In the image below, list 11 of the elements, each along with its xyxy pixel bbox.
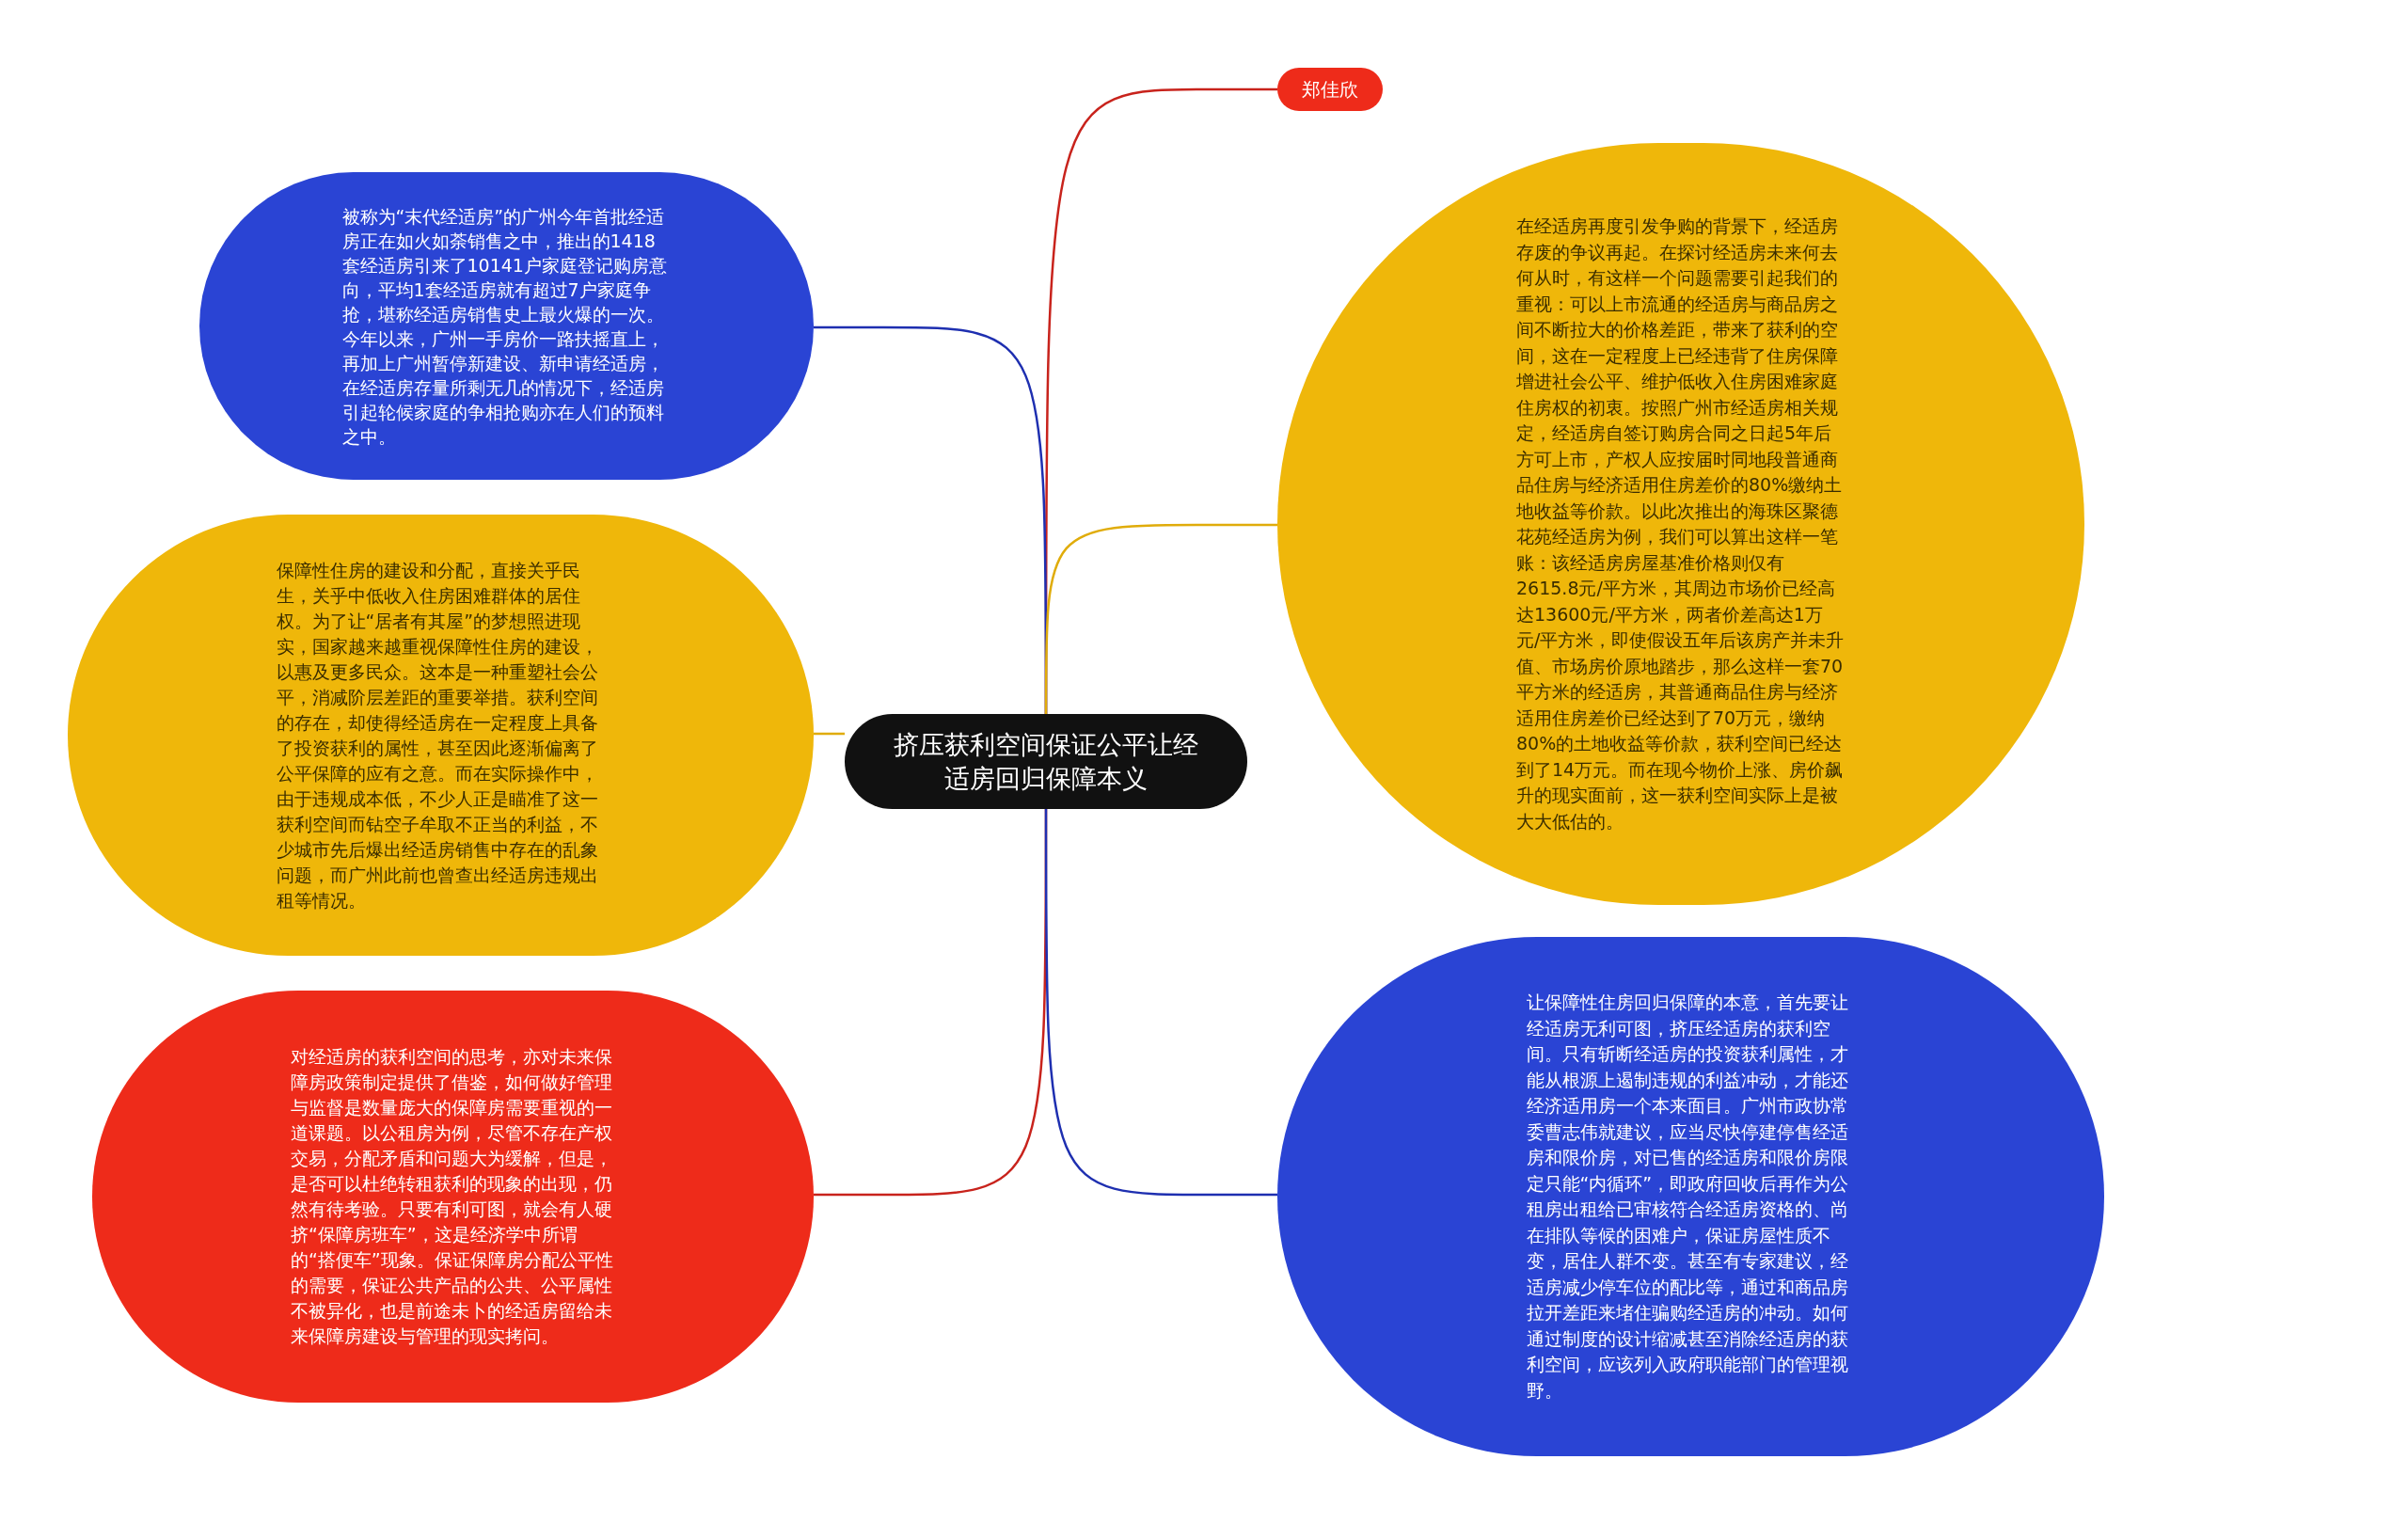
topic-text: 被称为“末代经适房”的广州今年首批经适房正在如火如荼销售之中，推出的1418套经适房引来了10141户家庭登记购房意向，平均1套经适房就有超过7户家庭争抢，堪称经适房销售史上最火爆的一次。今年以来，广州一手房价一路扶摇直上，再加上广州暂停新建设、新申请经适房，在经适房存量所剩无几的情况下，经适房引起轮候家庭的争相抢购亦在人们的预料之中。: [341, 204, 668, 449]
topic-text: 让保障性住房回归保障的本意，首先要让经适房无利可图，挤压经适房的获利空间。只有斩断经适房的投资获利属性，才能从根源上遏制违规的利益冲动，才能还经济适用房一个本来面目。广州市政协常委曹志伟就建议，应当尽快停建停售经适房和限价房，对已售的经适房和限价房限定只能“内循环”，即政府回收后再作为公租房出租给已审核符合经适房资格的、尚在排队等候的困难户，保证房屋性质不变，居住人群不变。甚至有专家建议，经适房减少停车位的配比等，通过和商品房拉开差距来堵住骗购经适房的冲动。如何通过制度的设计缩减甚至消除经适房的获利空间，应该列入政府职能部门的管理视野。: [1526, 991, 1850, 1403]
topic-text: 对经适房的获利空间的思考，亦对未来保障房政策制定提供了借鉴，如何做好管理与监督是数量庞大的保障房需要重视的一道课题。以公租房为例，尽管不存在产权交易，分配矛盾和问题大为缓解，但是，是否可以杜绝转租获利的现象的出现，仍然有待考验。只要有利可图，就会有人硬挤“保障房班车”，这是经济学中所谓的“搭便车”现象。保证保障房分配公平性的需要，保证公共产品的公共、公平属性不被异化，也是前途未卜的经适房留给未来保障房建设与管理的现实拷问。: [291, 1045, 614, 1348]
branch-line: [1044, 523, 1277, 714]
branch-line: [814, 732, 845, 736]
topic-text: 郑佳欣: [1301, 77, 1359, 103]
topic-text: 保障性住房的建设和分配，直接关乎民生，关乎中低收入住房困难群体的居住权。为了让“居者有其屋”的梦想照进现实，国家越来越重视保障性住房的建设，以惠及更多民众。这本是一种重塑社会公平，消减阶层差距的重要举措。获利空间的存在，却使得经适房在一定程度上具备了投资获利的属性，甚至因此逐渐偏离了公平保障的应有之意。而在实际操作中，由于违规成本低，不少人正是瞄准了这一获利空间而钻空子牟取不正当的利益，不少城市先后爆出经适房销售中存在的乱象问题，而广州此前也曾查出经适房违规出租等情况。: [276, 558, 599, 912]
topic-text: 挤压获利空间保证公平让经适房回归保障本义: [893, 728, 1199, 795]
branch-line: [1044, 809, 1277, 1197]
author-tag: [1277, 68, 1383, 111]
topic-text: 在经适房再度引发争购的背景下，经适房存废的争议再起。在探讨经适房未来何去何从时，有这样一个问题需要引起我们的重视：可以上市流通的经适房与商品房之间不断拉大的价格差距，带来了获利的空间，这在一定程度上已经违背了住房保障增进社会公平、维护低收入住房困难家庭住房权的初衷。按照广州市经适房相关规定，经适房自签订购房合同之日起5年后方可上市，产权人应按届时同地段普通商品住房与经济适用住房差价的80%缴纳土地收益等价款。以此次推出的海珠区聚德花苑经适房为例，我们可以算出这样一笔账：该经适房房屋基准价格则仅有2615.8元/平方米，其周边市场价已经高达13600元/平方米，两者价差高达1万元/平方米，即使假设五年后该房产并未升值、市场房价原地踏步，那么这样一套70平方米的经适房，其普通商品住房与经济适用住房差价已经达到了70万元，缴纳80%的土地收益等价款，获利空间已经达到了14万元。而在现今物价上涨、房价飙升的现实面前，这一获利空间实际上是被大大低估的。: [1516, 214, 1846, 833]
